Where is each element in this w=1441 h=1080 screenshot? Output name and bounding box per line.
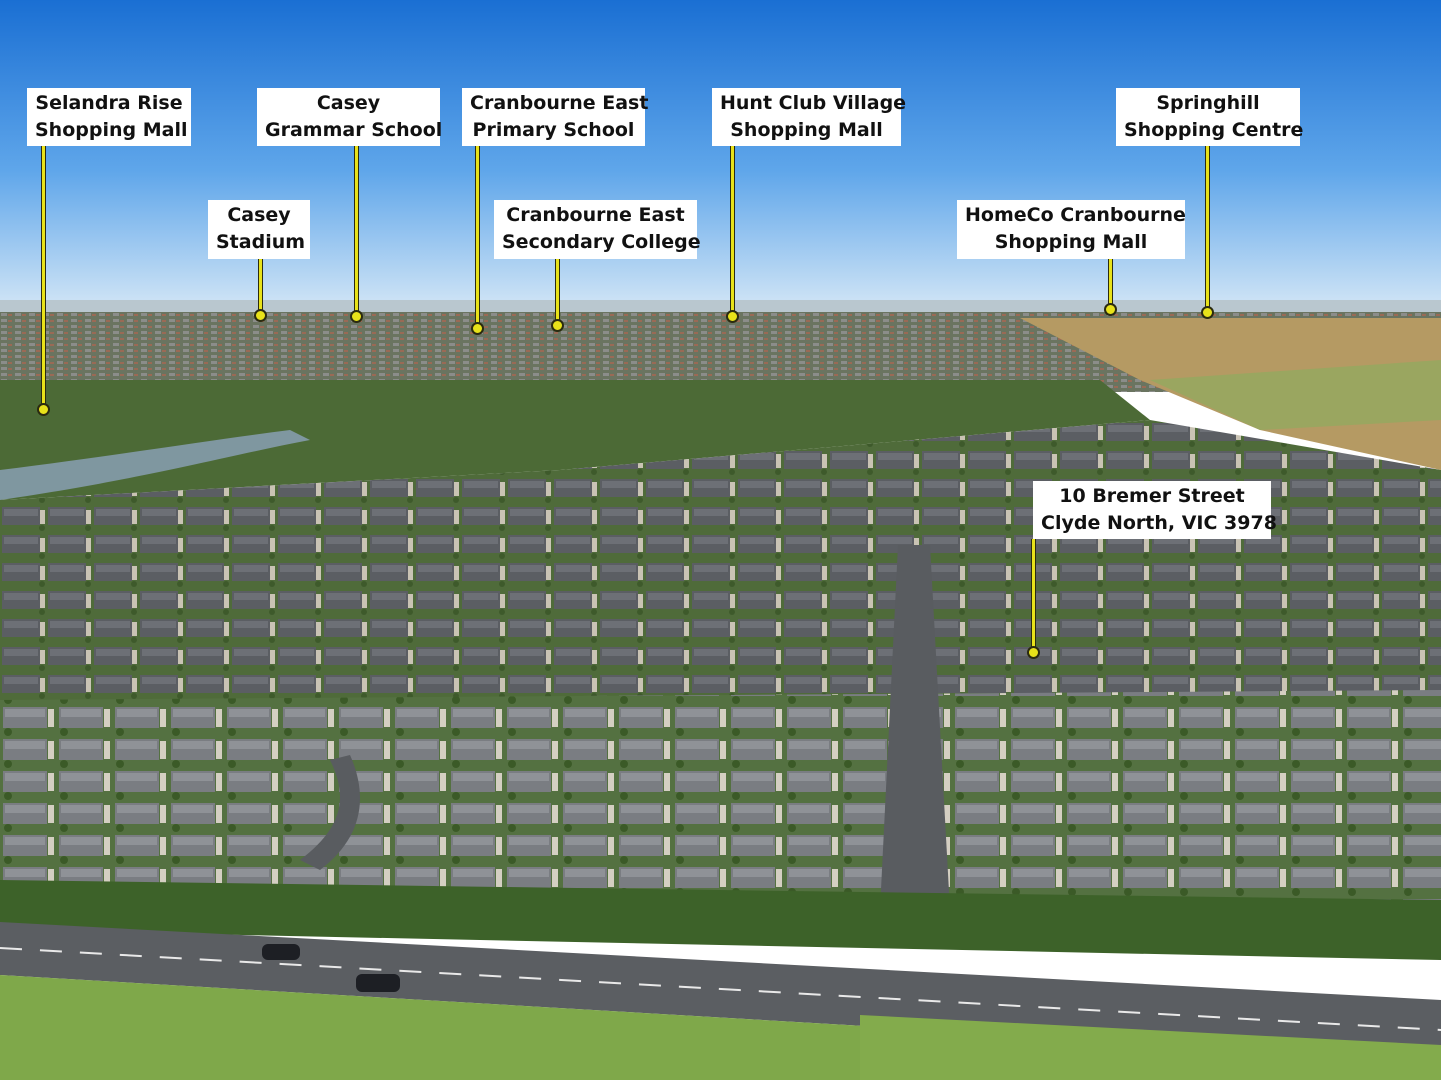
label-selandra-rise: Selandra Rise Shopping Mall	[27, 88, 191, 146]
marker-dot-hunt-club	[726, 310, 739, 323]
label-line: Primary School	[472, 119, 635, 141]
label-line: Casey	[316, 92, 381, 114]
marker-stem-selandra	[41, 146, 46, 408]
marker-dot-subject-property	[1027, 646, 1040, 659]
label-casey-grammar: Casey Grammar School	[257, 88, 443, 146]
marker-stem-cranbourne-secondary	[555, 259, 560, 325]
marker-dot-casey-stadium	[254, 309, 267, 322]
label-line: Selandra Rise	[35, 92, 183, 114]
marker-stem-springhill	[1205, 146, 1210, 312]
label-line: Grammar School	[265, 119, 443, 141]
label-line: Shopping Mall	[730, 119, 883, 141]
label-line: Cranbourne East	[506, 204, 685, 226]
marker-dot-homeco	[1104, 303, 1117, 316]
marker-dot-cranbourne-secondary	[551, 319, 564, 332]
marker-dot-selandra	[37, 403, 50, 416]
marker-stem-subject-property	[1031, 539, 1036, 652]
label-springhill: Springhill Shopping Centre	[1116, 88, 1304, 146]
label-hunt-club-village: Hunt Club Village Shopping Mall	[712, 88, 907, 146]
marker-dot-cranbourne-primary	[471, 322, 484, 335]
label-line: Shopping Centre	[1124, 119, 1304, 141]
marker-dot-springhill	[1201, 306, 1214, 319]
marker-stem-casey-stadium	[258, 259, 263, 315]
label-line: Shopping Mall	[35, 119, 188, 141]
label-cranbourne-east-primary: Cranbourne East Primary School	[462, 88, 649, 146]
marker-stem-casey-grammar	[354, 146, 359, 316]
label-homeco-cranbourne: HomeCo Cranbourne Shopping Mall	[957, 200, 1186, 259]
label-line: Shopping Mall	[994, 231, 1148, 253]
marker-dot-casey-grammar	[350, 310, 363, 323]
label-line: Stadium	[216, 231, 306, 253]
label-line: 10 Bremer Street	[1059, 485, 1245, 507]
label-line: Secondary College	[502, 231, 701, 253]
label-line: Hunt Club Village	[720, 92, 907, 114]
marker-stem-homeco	[1108, 259, 1113, 309]
label-line: Cranbourne East	[470, 92, 649, 114]
label-cranbourne-east-secondary: Cranbourne East Secondary College	[494, 200, 701, 259]
label-line: HomeCo Cranbourne	[965, 204, 1186, 226]
label-subject-property: 10 Bremer Street Clyde North, VIC 3978	[1033, 481, 1277, 539]
label-line: Springhill	[1156, 92, 1260, 114]
label-line: Casey	[227, 204, 291, 226]
label-casey-stadium: Casey Stadium	[208, 200, 310, 259]
marker-stem-cranbourne-primary	[475, 146, 480, 328]
label-line: Clyde North, VIC 3978	[1041, 512, 1277, 534]
marker-stem-hunt-club	[730, 146, 735, 316]
